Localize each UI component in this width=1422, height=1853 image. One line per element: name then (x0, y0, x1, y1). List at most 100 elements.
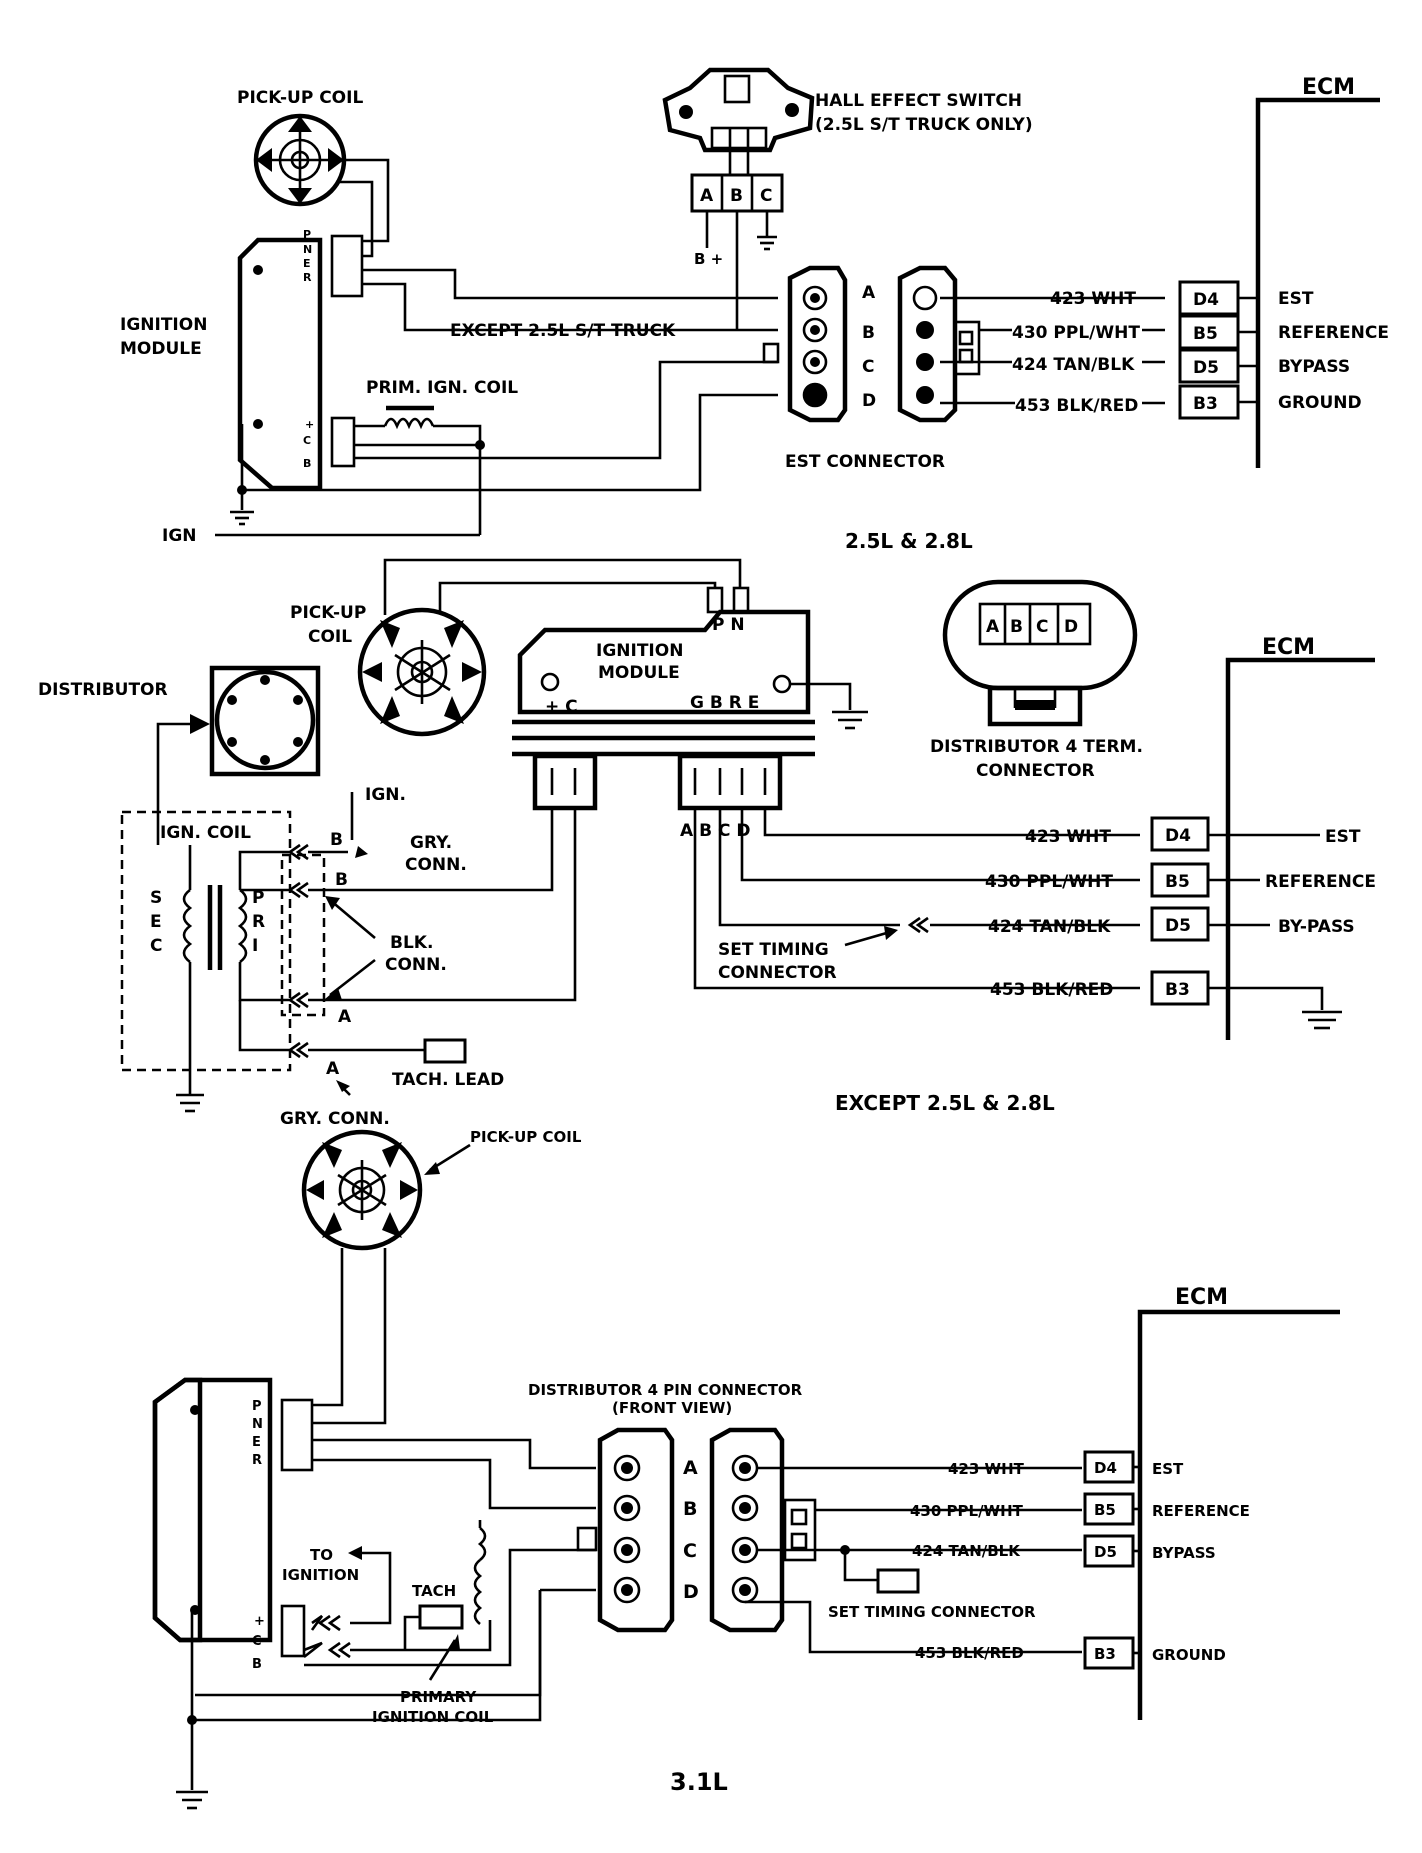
module3-pin-plus: + (254, 1614, 265, 1629)
wire-423-label-3: 423 WHT (948, 1460, 1025, 1478)
module2-pins-pn: P N (712, 615, 745, 635)
pickup-coil-label-2-line1: PICK-UP (290, 603, 366, 623)
ecm-label-1: ECM (1302, 75, 1355, 100)
wire-424-label-3: 424 TAN/BLK (912, 1542, 1021, 1560)
hall-effect-label-line1: HALL EFFECT SWITCH (815, 91, 1022, 111)
dist4pin-label-line1: DISTRIBUTOR 4 PIN CONNECTOR (528, 1381, 803, 1399)
pickup-coil-3 (301, 1129, 423, 1251)
ecm1-circuit-bypass: BYPASS (1278, 357, 1350, 377)
hall-effect-switch (662, 67, 815, 153)
sec-letter-e: E (150, 912, 162, 932)
ecm2-circuit-est: EST (1325, 827, 1361, 847)
dist4-pin-d: D (1064, 617, 1078, 637)
ecm3-circuit-est: EST (1152, 1460, 1184, 1478)
ecm-label-3: ECM (1175, 1285, 1228, 1310)
est-connector (762, 265, 981, 423)
dist4-term-label-line2: CONNECTOR (976, 761, 1095, 781)
dist4pin-pin-b: B (683, 1498, 697, 1520)
section-2-5l-2-8l: PICK-UP COIL P N E R + C B IGNITION MODU… (120, 67, 1389, 553)
ecm2-circuit-reference: REFERENCE (1265, 872, 1376, 892)
blk-conn-pin-a: A (338, 1007, 352, 1027)
ecm2-terminal-b5: B5 (1165, 872, 1190, 892)
module-pin-n: N (303, 243, 312, 256)
est-connector-label: EST CONNECTOR (785, 452, 945, 472)
module2-pins-gbre: G B R E (690, 693, 759, 713)
except-truck-label: EXCEPT 2.5L S/T TRUCK (450, 321, 676, 341)
blk-conn-label: CONN. (385, 955, 447, 975)
module3-pin-e: E (252, 1435, 261, 1450)
ecm1-terminal-b3: B3 (1193, 394, 1218, 414)
dist4-pin-c: C (1036, 617, 1048, 637)
primary-coil-label-line2: IGNITION COIL (372, 1708, 494, 1726)
pickup-coil-label-1: PICK-UP COIL (237, 88, 363, 108)
hall-pin-b: B (730, 186, 743, 206)
ignition-module-2 (512, 586, 815, 811)
module3-pin-b: B (252, 1657, 262, 1672)
tach-lead-label: TACH. LEAD (392, 1070, 504, 1090)
gry-label-top: GRY. (410, 833, 452, 853)
ecm1-terminal-d5: D5 (1193, 358, 1219, 378)
hall-pin-a: A (700, 186, 714, 206)
dist4pin-pin-a: A (683, 1457, 698, 1479)
ecm3-circuit-reference: REFERENCE (1152, 1502, 1250, 1520)
hall-pin-c: C (760, 186, 772, 206)
module-pin-r: R (303, 271, 312, 284)
ignition-module-3 (152, 1377, 314, 1658)
ecm2-terminal-b3: B3 (1165, 980, 1190, 1000)
ecm-label-2: ECM (1262, 635, 1315, 660)
gry-conn-bottom-label: GRY. CONN. (280, 1109, 390, 1129)
ecm2-terminal-d4: D4 (1165, 826, 1191, 846)
distributor-4-pin-connector (576, 1427, 817, 1633)
primary-coil-label-line1: PRIMARY (400, 1688, 477, 1706)
hall-effect-label-line2: (2.5L S/T TRUCK ONLY) (815, 115, 1033, 135)
module-pin-p: P (303, 228, 311, 241)
ignition-module-1 (237, 234, 364, 491)
pri-letter-p: P (252, 888, 264, 908)
wire-430-label-3: 430 PPL/WHT (910, 1502, 1024, 1520)
blk-label: BLK. (390, 933, 433, 953)
ecm1-terminal-d4: D4 (1193, 290, 1219, 310)
gry-conn-bottom-pin-a: A (326, 1059, 340, 1079)
pickup-coil-1 (253, 113, 347, 207)
b-plus-label: B + (694, 250, 723, 268)
dist4pin-label-line2: (FRONT VIEW) (612, 1399, 732, 1417)
ecm2-terminal-d5: D5 (1165, 916, 1191, 936)
wire-423-label-2: 423 WHT (1025, 827, 1111, 847)
module3-pin-n: N (252, 1417, 263, 1432)
distributor-4-term-connector (942, 579, 1138, 727)
section-3-1l: PICK-UP COIL P N E R + C B TO IGNITION (152, 1128, 1340, 1810)
set-timing-label-line2: CONNECTOR (718, 963, 837, 983)
gry-conn-top-label: CONN. (405, 855, 467, 875)
ignition-module-label-line2: MODULE (120, 339, 202, 359)
wire-424-label-2: 424 TAN/BLK (988, 917, 1111, 937)
ecm3-terminal-d4: D4 (1094, 1459, 1117, 1477)
pickup-coil-label-3: PICK-UP COIL (470, 1128, 582, 1146)
dist4pin-pin-d: D (683, 1581, 699, 1603)
module3-pin-p: P (252, 1399, 262, 1414)
ecm1-circuit-est: EST (1278, 289, 1314, 309)
ignition-module-2-label-line1: IGNITION (596, 641, 683, 661)
section-caption-3-1l: 3.1L (670, 1768, 728, 1796)
module2-pins-plus-c: + C (545, 697, 578, 717)
wire-430-label-1: 430 PPL/WHT (1012, 323, 1140, 343)
section-caption-except: EXCEPT 2.5L & 2.8L (835, 1091, 1055, 1115)
module-pin-plus: + (305, 418, 314, 431)
sec-letter-s: S (150, 888, 162, 908)
dist4pin-pin-c: C (683, 1540, 697, 1562)
ecm3-circuit-ground: GROUND (1152, 1646, 1226, 1664)
est-pin-c: C (862, 357, 874, 377)
distributor-label: DISTRIBUTOR (38, 680, 168, 700)
module3-pin-r: R (252, 1453, 262, 1468)
set-timing-connector-label: SET TIMING CONNECTOR (828, 1603, 1036, 1621)
module-pin-c: C (303, 434, 311, 447)
ignition-module-2-label-line2: MODULE (598, 663, 680, 683)
dist4-term-label-line1: DISTRIBUTOR 4 TERM. (930, 737, 1143, 757)
module3-pin-c: C (252, 1634, 262, 1649)
pri-letter-i: I (252, 936, 258, 956)
tach-label: TACH (412, 1582, 456, 1600)
blk-conn-pin-b: B (335, 870, 348, 890)
wire-430-label-2: 430 PPL/WHT (985, 872, 1113, 892)
ign-label-2: IGN. (365, 785, 406, 805)
pri-letter-r: R (252, 912, 265, 932)
